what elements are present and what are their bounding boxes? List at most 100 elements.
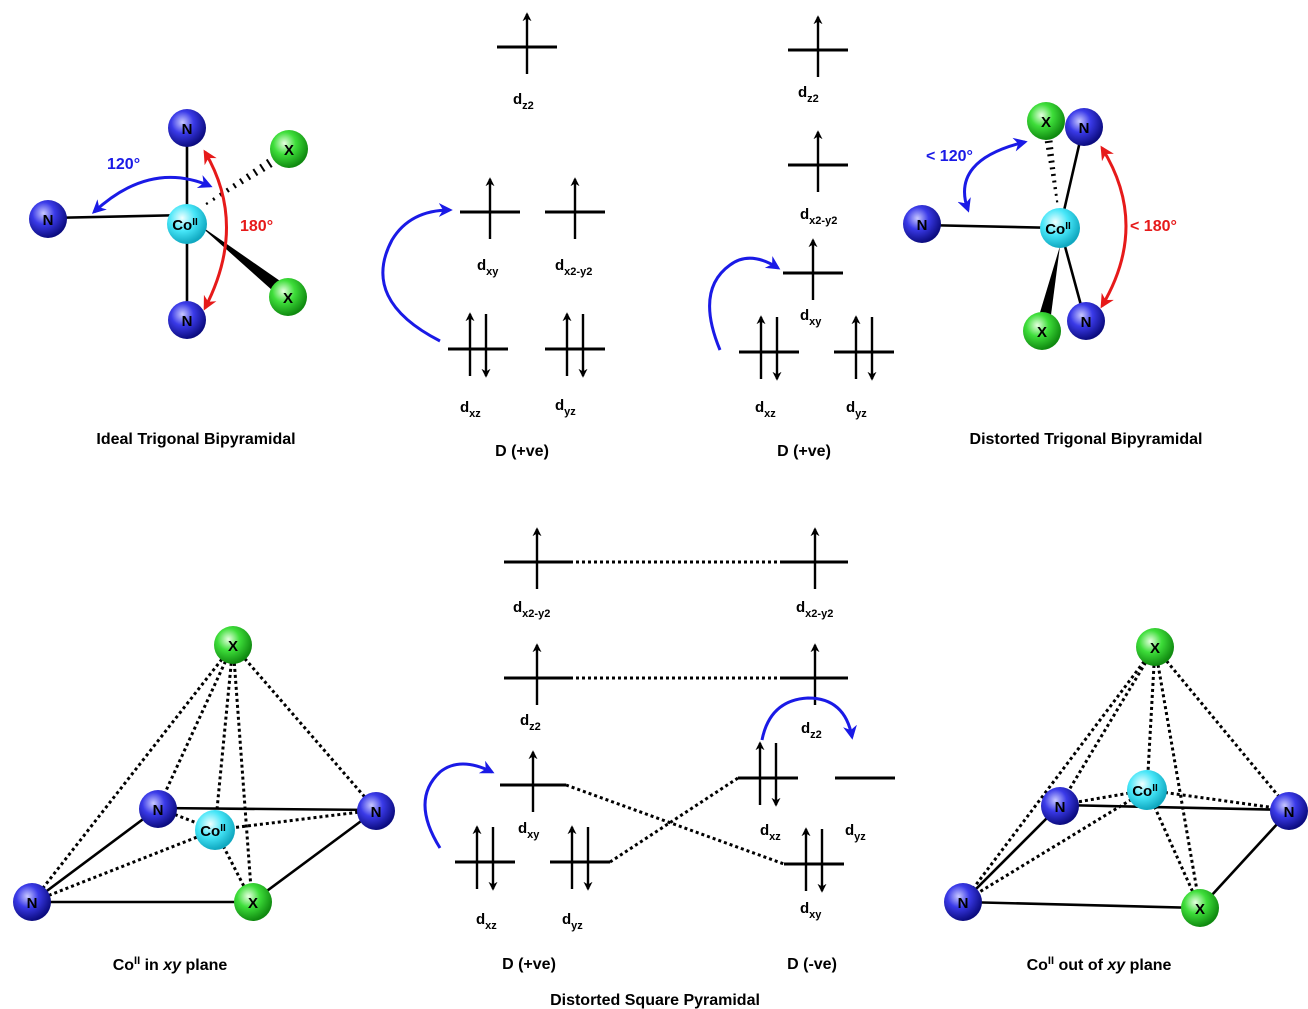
x-atom-sphere	[270, 130, 308, 168]
angle-arrow-lt120	[957, 137, 1028, 213]
x-atom-label: X	[1037, 324, 1047, 341]
caption-d-pos-2: D (+ve)	[777, 443, 831, 460]
ideal-tbp-structure: N N N X X CoII 120° 180°	[29, 109, 308, 339]
x-atom-sphere	[1023, 312, 1061, 350]
x-atom-label: X	[248, 895, 258, 912]
n-atom-label: N	[182, 121, 193, 138]
caption-d-neg: D (-ve)	[787, 956, 837, 973]
n-atom-sphere	[139, 790, 177, 828]
level-dz2-3b	[782, 643, 848, 705]
label-dyz-1: dyz	[555, 397, 576, 418]
co-atom: CoII	[195, 810, 235, 850]
n-atom-top: N	[168, 109, 206, 147]
co-atom: CoII	[1127, 770, 1167, 810]
co-atom-label: CoII	[1045, 221, 1071, 239]
label-dxy-3b: dxy	[800, 900, 822, 921]
angle-arrow-120	[91, 175, 213, 214]
angle-label-180: 180°	[240, 218, 273, 235]
base-edge-n-n-top	[157, 806, 377, 812]
level-dz2-3a	[504, 643, 570, 705]
n-atom-back-right: N	[1270, 792, 1308, 830]
x-atom-sphere	[214, 626, 252, 664]
label-dyz-3b: dyz	[845, 822, 866, 843]
x-atom-label: X	[1041, 114, 1051, 131]
n-atom-sphere	[1270, 792, 1308, 830]
level-dz2-2	[788, 15, 848, 77]
x-atom-label: X	[1150, 640, 1160, 657]
label-dxz-3a: dxz	[476, 911, 497, 932]
co-atom-sphere	[195, 810, 235, 850]
label-dxy-1: dxy	[477, 257, 499, 278]
level-dx2y2-1	[545, 177, 605, 239]
n-atom-sphere	[357, 792, 395, 830]
co-atom-sphere	[1040, 208, 1080, 248]
correlation-dyz-dxz	[609, 776, 739, 864]
apical-edge-1	[30, 644, 235, 903]
level-dxz-3a	[455, 825, 515, 891]
apical-edge-3	[1153, 646, 1292, 811]
level-dxy-3b	[784, 827, 844, 893]
angle-label-120: 120°	[107, 156, 140, 173]
x-atom-sphere	[1136, 628, 1174, 666]
label-dx2y2-3b: dx2-y2	[796, 599, 833, 620]
n-atom-back-left: N	[1041, 787, 1079, 825]
n-atom-label: N	[958, 895, 969, 912]
promotion-arrow-3	[423, 760, 495, 849]
n-atom-sphere	[13, 883, 51, 921]
level-dxy-2	[783, 238, 843, 300]
x-atom-bottom: X	[1023, 312, 1061, 350]
label-dxy-3a: dxy	[518, 820, 540, 841]
n-atom-sphere	[168, 301, 206, 339]
label-dyz-3a: dyz	[562, 911, 583, 932]
wedge-bond-co-x	[198, 224, 293, 301]
apical-bond-co	[1145, 646, 1157, 791]
n-atom-label: N	[917, 217, 928, 234]
n-atom-sphere	[944, 883, 982, 921]
base-edge-n-x-right	[1199, 809, 1291, 909]
promotion-arrow-2	[708, 256, 781, 351]
base-edge-n-x-right	[251, 808, 377, 904]
n-atom-sphere	[1041, 787, 1079, 825]
n-atom-sphere	[903, 205, 941, 243]
apical-edge-1	[961, 646, 1157, 903]
n-atom-label: N	[43, 212, 54, 229]
caption-distorted-sp: Distorted Square Pyramidal	[550, 992, 760, 1009]
co-atom-label: CoII	[172, 217, 198, 235]
label-dxz-1: dxz	[460, 399, 481, 420]
level-dx2y2-3a	[504, 527, 570, 589]
base-edge-n-n-left	[962, 804, 1061, 903]
label-dxz-3b: dxz	[760, 822, 781, 843]
level-dx2y2-3b	[782, 527, 848, 589]
level-dxz-1	[448, 312, 508, 378]
co-atom-sphere	[167, 204, 207, 244]
x-atom-top: X	[1027, 102, 1065, 140]
n-atom-sphere	[29, 200, 67, 238]
x-atom-lower: X	[269, 278, 307, 316]
apical-edge-2	[1058, 646, 1157, 806]
level-dz2-1	[497, 12, 557, 74]
n-atom-sphere	[168, 109, 206, 147]
x-atom-front-right: X	[1181, 889, 1219, 927]
level-dyz-1	[545, 312, 605, 378]
x-atom-apex: X	[1136, 628, 1174, 666]
n-atom-left: N	[903, 205, 941, 243]
angle-label-lt180: < 180°	[1130, 218, 1177, 235]
n-atom-back-left: N	[139, 790, 177, 828]
n-atom-back-right: N	[357, 792, 395, 830]
n-atom-label: N	[1284, 804, 1295, 821]
angle-arrow-180	[203, 149, 228, 311]
x-atom-label: X	[284, 142, 294, 159]
n-atom-label: N	[182, 313, 193, 330]
n-atom-bottom: N	[168, 301, 206, 339]
label-dz2-1: dz2	[513, 91, 534, 112]
co-atom-sphere	[1127, 770, 1167, 810]
x-atom-upper: X	[270, 130, 308, 168]
x-atom-sphere	[234, 883, 272, 921]
co-bond-n-right	[1146, 788, 1291, 812]
n-atom-sphere	[1065, 108, 1103, 146]
promotion-arrow-4	[760, 696, 857, 741]
caption-co-out-plane: CoII out of xy plane	[1027, 955, 1172, 974]
label-dx2y2-1: dx2-y2	[555, 257, 592, 278]
n-atom-label: N	[1081, 314, 1092, 331]
